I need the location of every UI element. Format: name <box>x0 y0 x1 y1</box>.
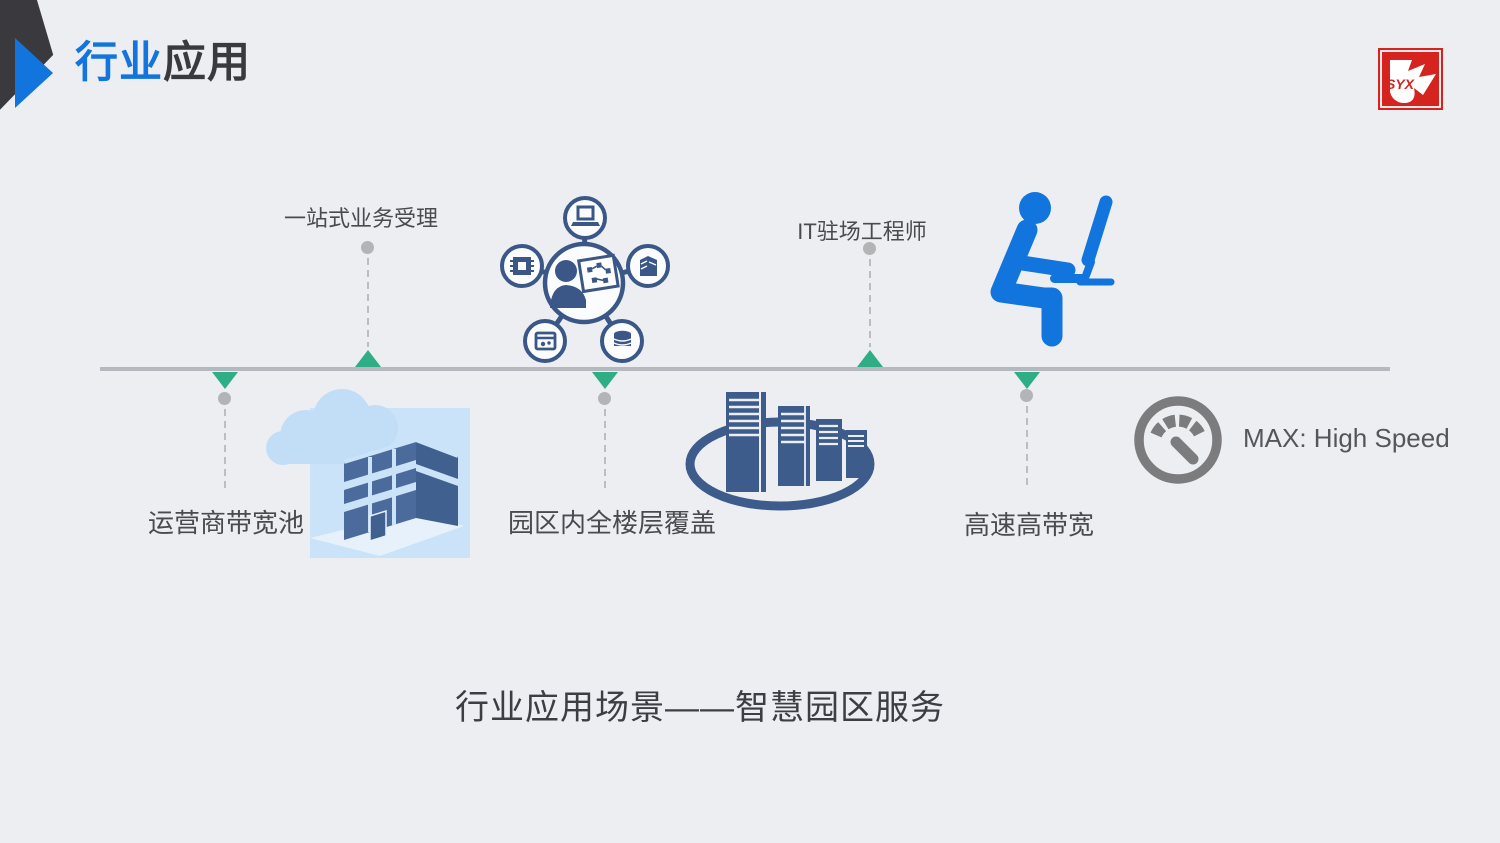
building-3d-icon <box>310 437 464 556</box>
timeline-dashed-connector <box>224 409 226 492</box>
network-hub-icon <box>500 196 670 363</box>
chip-icon <box>510 257 534 275</box>
timeline-marker-down <box>592 372 618 389</box>
page-title-rest: 应用 <box>163 39 251 87</box>
timeline-dot <box>863 242 876 255</box>
server-rack-icon <box>685 392 875 511</box>
timeline-marker-down <box>212 372 238 389</box>
person-presenting-icon <box>550 253 620 308</box>
server-towers <box>726 392 867 492</box>
cloud-icon <box>266 389 398 465</box>
timeline-dot <box>218 392 231 405</box>
timeline-marker-up <box>857 350 883 367</box>
app-window-icon <box>534 331 557 351</box>
person-at-computer-icon <box>990 192 1115 347</box>
slide-caption: 行业应用场景——智慧园区服务 <box>455 689 945 727</box>
timeline-dot <box>361 241 374 254</box>
speedometer-icon <box>1134 396 1222 484</box>
timeline-label-high-speed-bandwidth: 高速高带宽 <box>963 510 1095 540</box>
database-icon <box>613 330 632 346</box>
timeline-dot <box>1020 389 1033 402</box>
speed-note: MAX: High Speed <box>1243 423 1450 453</box>
timeline-dashed-connector <box>604 409 606 492</box>
timeline-dashed-connector <box>367 258 369 347</box>
timeline-dashed-connector <box>869 259 871 347</box>
timeline-marker-up <box>355 350 381 367</box>
page-title-accent: 行业 <box>75 39 163 87</box>
building-icon <box>640 256 657 276</box>
timeline-label-carrier-bandwidth-pool: 运营商带宽池 <box>147 508 305 538</box>
timeline-label-full-floor-coverage: 园区内全楼层覆盖 <box>507 508 717 538</box>
timeline-line <box>100 367 1390 371</box>
timeline-dashed-connector <box>1026 406 1028 490</box>
timeline-dot <box>598 392 611 405</box>
page-title: 行业应用 <box>75 39 251 87</box>
timeline-marker-down <box>1014 372 1040 389</box>
syx-arrow-logo-icon: SYX <box>1378 48 1443 110</box>
timeline-label-it-engineer: IT驻场工程师 <box>797 219 927 244</box>
logo-text: SYX <box>1386 76 1416 92</box>
laptop-icon <box>571 205 600 226</box>
timeline-label-one-stop-service: 一站式业务受理 <box>283 206 439 231</box>
cloud-building-icon <box>266 389 470 558</box>
